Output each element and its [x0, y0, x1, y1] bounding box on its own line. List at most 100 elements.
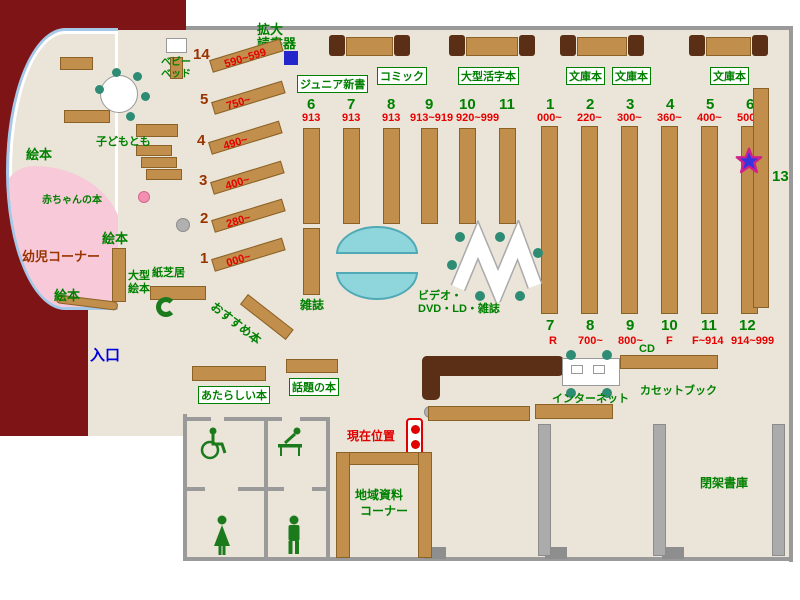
cassette-label: カセットブック: [640, 385, 717, 397]
reading-table: [466, 37, 518, 56]
stack-number: 7: [347, 96, 356, 113]
stack-range: F~914: [692, 335, 724, 347]
children-step: [141, 157, 177, 168]
womens-toilet-icon: [214, 515, 230, 555]
reading-chair: [449, 35, 465, 56]
children-step: [136, 145, 172, 156]
reading-chair: [394, 35, 410, 56]
stack-number: 6: [307, 96, 316, 113]
diagonal-number: 3: [199, 172, 208, 189]
baby-bed-label-line1: ベビー: [161, 57, 191, 68]
children-bench: [60, 57, 93, 70]
children-round-table: [100, 75, 138, 113]
internet-chair: [602, 388, 612, 398]
section-label: 文庫本: [612, 67, 651, 85]
stack-number: 7: [546, 317, 555, 334]
children-shelf: [64, 110, 110, 123]
mens-toilet-icon: [288, 515, 300, 554]
large-picture-book-label-line1: 大型: [128, 270, 150, 282]
baby-bed-label-line2: ベッド: [161, 69, 191, 80]
stack-range: 220~: [577, 112, 602, 124]
magnifier-device: [284, 51, 298, 65]
stack-number: 9: [626, 317, 635, 334]
reading-chair: [329, 35, 345, 56]
bookshelf-13: [753, 88, 769, 308]
stack-range: 700~: [578, 335, 603, 347]
stack-number: 11: [701, 317, 717, 334]
children-shelf: [136, 124, 178, 137]
child-chair: [141, 92, 150, 101]
av-chair: [455, 232, 465, 242]
restroom-wall: [224, 417, 282, 421]
av-chair: [495, 232, 505, 242]
stack-number: 6: [746, 96, 755, 113]
stack-number: 3: [626, 96, 635, 113]
current-location-marker: [406, 418, 423, 458]
star-marker-icon: [735, 147, 763, 174]
pink-stool: [138, 191, 150, 203]
stack-number-13: 13: [772, 168, 789, 185]
child-chair: [112, 68, 121, 77]
internet-table: [562, 358, 620, 386]
closed-stack-shelf: [772, 424, 785, 556]
diagonal-number: 1: [200, 250, 209, 267]
diagonal-number: 5: [200, 91, 209, 108]
child-chair: [126, 112, 135, 121]
bookshelf: [621, 126, 638, 314]
av-chair: [475, 291, 485, 301]
reading-chair: [628, 35, 644, 56]
children-corner-area: [6, 28, 118, 310]
local-materials-label-line1: 地域資料: [355, 488, 404, 502]
bookshelf: [459, 128, 476, 224]
stack-number: 12: [739, 317, 756, 334]
restroom-wall: [300, 417, 328, 421]
internet-chair: [602, 350, 612, 360]
stack-number: 5: [706, 96, 715, 113]
baby-books-label: 赤ちゃんの本: [42, 195, 102, 206]
stack-range: 800~: [618, 335, 643, 347]
diagonal-number: 2: [200, 210, 209, 227]
bookshelf: [343, 128, 360, 224]
av-study-carrels: [450, 220, 543, 302]
diagonal-number: 14: [193, 46, 210, 63]
stack-number: 11: [499, 96, 515, 113]
stack-range: 913: [382, 112, 401, 124]
service-counter: [422, 356, 564, 376]
av-chair: [515, 291, 525, 301]
stack-range: 000~: [537, 112, 562, 124]
magazine-label: 雑誌: [300, 298, 325, 312]
bookshelf: [661, 126, 678, 314]
cd-shelf: [620, 355, 718, 369]
stack-range: F: [666, 335, 673, 347]
closed-stacks-label: 閉架書庫: [700, 476, 749, 490]
stack-number: 2: [586, 96, 595, 113]
stack-number: 9: [425, 96, 434, 113]
closed-stack-shelf: [538, 424, 551, 556]
stack-range: 400~: [697, 112, 722, 124]
video-corner-label-line2: DVD・LD・雑誌: [418, 303, 500, 315]
stack-range: 360~: [657, 112, 682, 124]
infant-corner-label: 幼児コーナー: [22, 249, 101, 264]
infant-corner-pink-area: [9, 166, 118, 307]
stack-range: 300~: [617, 112, 642, 124]
av-chair: [533, 248, 543, 258]
wall-right: [789, 26, 793, 562]
wall-bottom: [183, 557, 793, 561]
stack-range: 913~919: [410, 112, 454, 124]
shelf: [428, 406, 530, 421]
local-materials-label-line2: コーナー: [360, 504, 409, 518]
wall-top: [186, 26, 793, 30]
magazine-shelf: [303, 228, 320, 295]
av-chair: [447, 260, 457, 270]
stack-range: 913: [342, 112, 361, 124]
kamishibai-shelf: [150, 286, 206, 300]
shelf: [535, 404, 613, 419]
bookshelf: [421, 128, 438, 224]
reading-chair: [752, 35, 768, 56]
internet-label: インターネット: [552, 393, 629, 405]
restroom-wall: [183, 487, 205, 491]
new-books-label: あたらしい本: [198, 386, 270, 404]
large-picture-book-shelf: [112, 248, 126, 302]
internet-chair: [566, 388, 576, 398]
